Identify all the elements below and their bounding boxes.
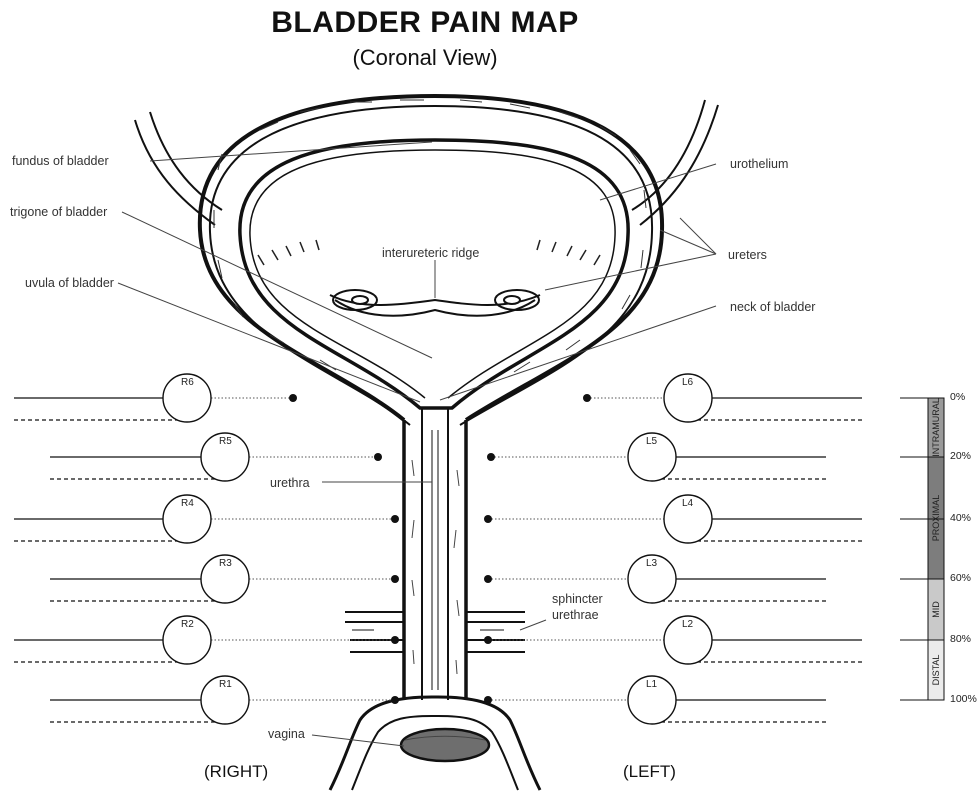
label-urethra: urethra [270, 476, 310, 490]
left-dot-marker [484, 515, 492, 523]
zone-label: PROXIMAL [931, 495, 941, 542]
label-uvula: uvula of bladder [25, 276, 114, 290]
right-dot-marker [391, 575, 399, 583]
label-sphincter-line2: urethrae [552, 608, 599, 622]
left-dot-marker [583, 394, 591, 402]
right-dot-marker [391, 515, 399, 523]
scale-percent-label: 40% [950, 512, 971, 524]
left-circle-label: L5 [646, 436, 658, 447]
right-circle-label: R3 [219, 558, 232, 569]
right-dot-marker [391, 636, 399, 644]
right-dot-marker [289, 394, 297, 402]
scale-percent-label: 0% [950, 391, 965, 403]
side-label-right: (RIGHT) [204, 762, 268, 782]
scale-percent-label: 60% [950, 572, 971, 584]
ureter-right [135, 112, 222, 225]
left-dot-marker [484, 696, 492, 704]
scale-percent-label: 80% [950, 633, 971, 645]
depth-scale: INTRAMURAL PROXIMAL MID DISTAL [900, 398, 944, 700]
zone-label: INTRAMURAL [931, 398, 941, 457]
right-dot-marker [374, 453, 382, 461]
right-circle-label: R2 [181, 619, 194, 630]
label-vagina: vagina [268, 727, 305, 741]
urethra-texture [412, 460, 459, 674]
zone-label: DISTAL [931, 655, 941, 686]
left-circle-label: L4 [682, 498, 694, 509]
left-circle-label: L2 [682, 619, 694, 630]
left-circle-label: L3 [646, 558, 658, 569]
label-interureteric-ridge: interureteric ridge [382, 246, 479, 260]
left-circle-label: L6 [682, 377, 694, 388]
right-circle-label: R4 [181, 498, 194, 509]
bladder-cavity [240, 140, 628, 408]
label-fundus: fundus of bladder [12, 154, 109, 168]
scale-percent-label: 20% [950, 450, 971, 462]
right-circle-label: R5 [219, 436, 232, 447]
right-circle-label: R6 [181, 377, 194, 388]
scale-percent-label: 100% [950, 693, 977, 705]
label-trigone: trigone of bladder [10, 205, 107, 219]
label-urothelium: urothelium [730, 157, 788, 171]
side-label-left: (LEFT) [623, 762, 676, 782]
sphincter-urethrae [345, 612, 525, 652]
left-circle-label: L1 [646, 679, 658, 690]
right-circle-label: R1 [219, 679, 232, 690]
label-neck: neck of bladder [730, 300, 815, 314]
label-sphincter-line1: sphincter [552, 592, 603, 606]
label-ureters: ureters [728, 248, 767, 262]
left-dot-marker [484, 636, 492, 644]
left-dot-marker [487, 453, 495, 461]
left-dot-marker [484, 575, 492, 583]
right-dot-marker [391, 696, 399, 704]
zone-label: MID [931, 601, 941, 618]
vagina [330, 697, 540, 790]
